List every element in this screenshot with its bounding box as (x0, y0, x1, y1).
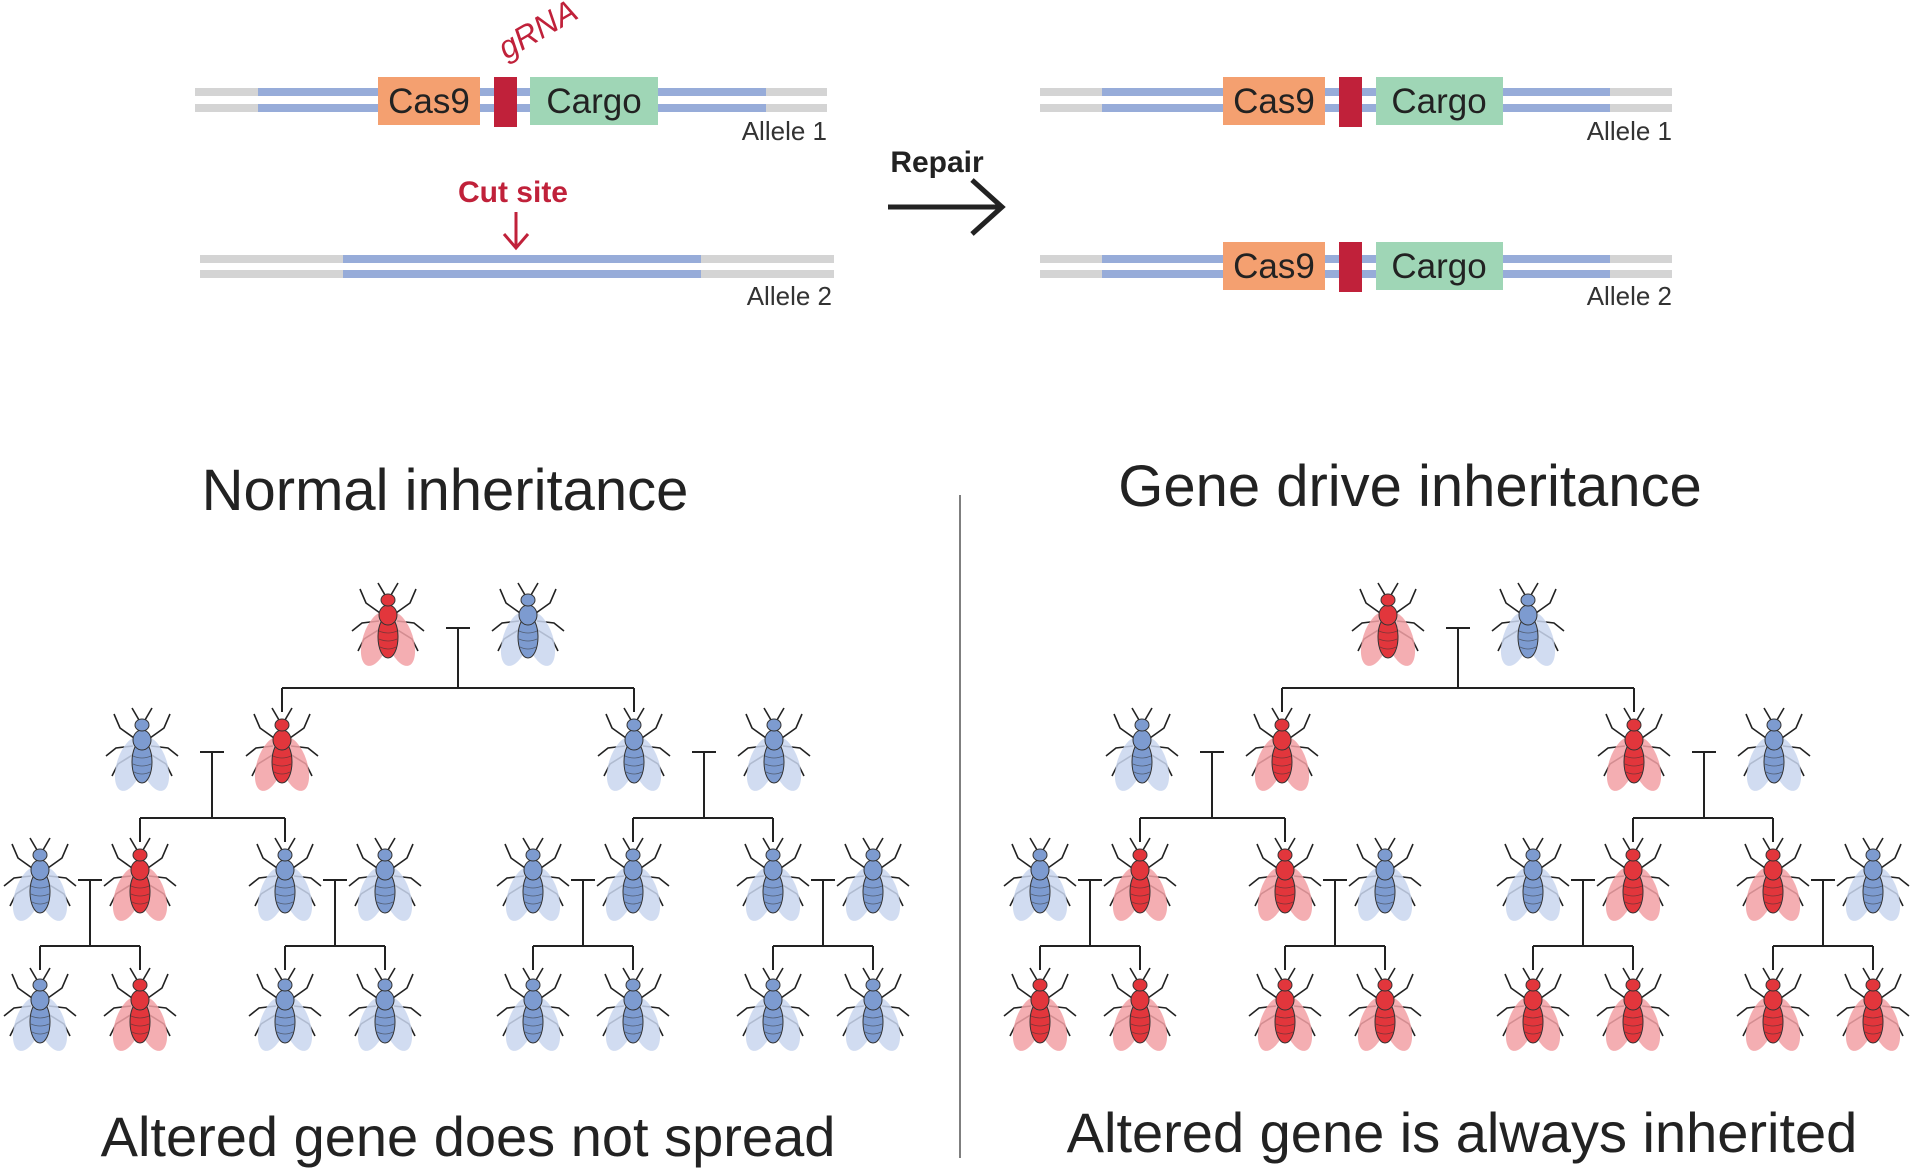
allele-2-label: Allele 2 (1587, 281, 1672, 311)
cas9-box (378, 77, 480, 125)
cut-site-arrow-icon (502, 212, 530, 251)
repair-arrow: Repair (888, 146, 1006, 236)
fly-blue-icon (836, 837, 910, 921)
fly-red-icon (1351, 582, 1425, 666)
fly-red-icon (1597, 707, 1671, 791)
fly-red-icon (351, 582, 425, 666)
fly-blue-icon (1003, 837, 1077, 921)
allele-2-right: Cas9 Cargo Allele 2 (1040, 242, 1672, 311)
fly-red-icon (1245, 707, 1319, 791)
fly-blue-icon (1496, 837, 1570, 921)
cargo-label: Cargo (1391, 247, 1486, 286)
fly-red-icon (103, 837, 177, 921)
cut-site-label: Cut site (458, 176, 568, 209)
allele-1-left: Cas9 Cargo gRNA Allele 1 (195, 0, 827, 146)
allele-1-label: Allele 1 (1587, 116, 1672, 146)
fly-red-icon (1736, 967, 1810, 1051)
gene-region-upper (343, 255, 701, 263)
top-right-construct: Cas9 Cargo Allele 1 Cas9 Cargo Allele 2 (1040, 77, 1672, 311)
cargo-box (530, 77, 658, 125)
fly-blue-icon (248, 967, 322, 1051)
fly-red-icon (1348, 967, 1422, 1051)
fly-red-icon (1596, 967, 1670, 1051)
cargo-box (1376, 77, 1503, 125)
fly-red-icon (1596, 837, 1670, 921)
drive-inheritance-tree (1003, 582, 1910, 1051)
fly-blue-icon (1348, 837, 1422, 921)
gene-region-lower (343, 270, 701, 278)
repair-label: Repair (890, 146, 984, 179)
fly-blue-icon (348, 967, 422, 1051)
drive-panel-title: Gene drive inheritance (1118, 454, 1702, 519)
fly-blue-icon (105, 707, 179, 791)
allele-1-right: Cas9 Cargo Allele 1 (1040, 77, 1672, 146)
cas9-box (1223, 77, 1325, 125)
allele-2-left: Cut site Allele 2 (200, 176, 834, 311)
normal-panel-caption: Altered gene does not spread (101, 1105, 836, 1168)
fly-red-icon (1103, 837, 1177, 921)
fly-blue-icon (491, 582, 565, 666)
fly-blue-icon (248, 837, 322, 921)
cargo-label: Cargo (546, 82, 641, 121)
top-left-construct: Cas9 Cargo gRNA Allele 1 Cut site Allele… (195, 0, 834, 311)
fly-blue-icon (1105, 707, 1179, 791)
grna-label: gRNA (492, 0, 584, 66)
fly-red-icon (245, 707, 319, 791)
allele-1-label: Allele 1 (742, 116, 827, 146)
grna-box (1339, 77, 1362, 127)
fly-red-icon (1836, 967, 1910, 1051)
allele-2-label: Allele 2 (747, 281, 832, 311)
normal-panel-title: Normal inheritance (202, 458, 689, 523)
drive-panel-caption: Altered gene is always inherited (1067, 1101, 1858, 1164)
fly-red-icon (1003, 967, 1077, 1051)
normal-inheritance-tree (3, 582, 910, 1051)
grna-box (494, 77, 517, 127)
fly-blue-icon (1836, 837, 1910, 921)
fly-red-icon (1496, 967, 1570, 1051)
right-arrow-icon (888, 178, 1006, 236)
fly-red-icon (1248, 967, 1322, 1051)
fly-blue-icon (348, 837, 422, 921)
fly-blue-icon (496, 837, 570, 921)
cas9-label: Cas9 (1233, 247, 1315, 286)
fly-blue-icon (597, 707, 671, 791)
fly-blue-icon (3, 837, 77, 921)
fly-blue-icon (1491, 582, 1565, 666)
cas9-box (1223, 242, 1325, 290)
fly-blue-icon (3, 967, 77, 1051)
fly-blue-icon (1737, 707, 1811, 791)
cas9-label: Cas9 (388, 82, 470, 121)
cas9-label: Cas9 (1233, 82, 1315, 121)
grna-box (1339, 242, 1362, 292)
fly-red-icon (1736, 837, 1810, 921)
fly-blue-icon (736, 837, 810, 921)
fly-red-icon (1103, 967, 1177, 1051)
cargo-label: Cargo (1391, 82, 1486, 121)
fly-blue-icon (596, 837, 670, 921)
fly-blue-icon (836, 967, 910, 1051)
cargo-box (1376, 242, 1503, 290)
fly-blue-icon (596, 967, 670, 1051)
fly-red-icon (103, 967, 177, 1051)
fly-red-icon (1248, 837, 1322, 921)
fly-blue-icon (736, 967, 810, 1051)
fly-blue-icon (496, 967, 570, 1051)
fly-blue-icon (737, 707, 811, 791)
